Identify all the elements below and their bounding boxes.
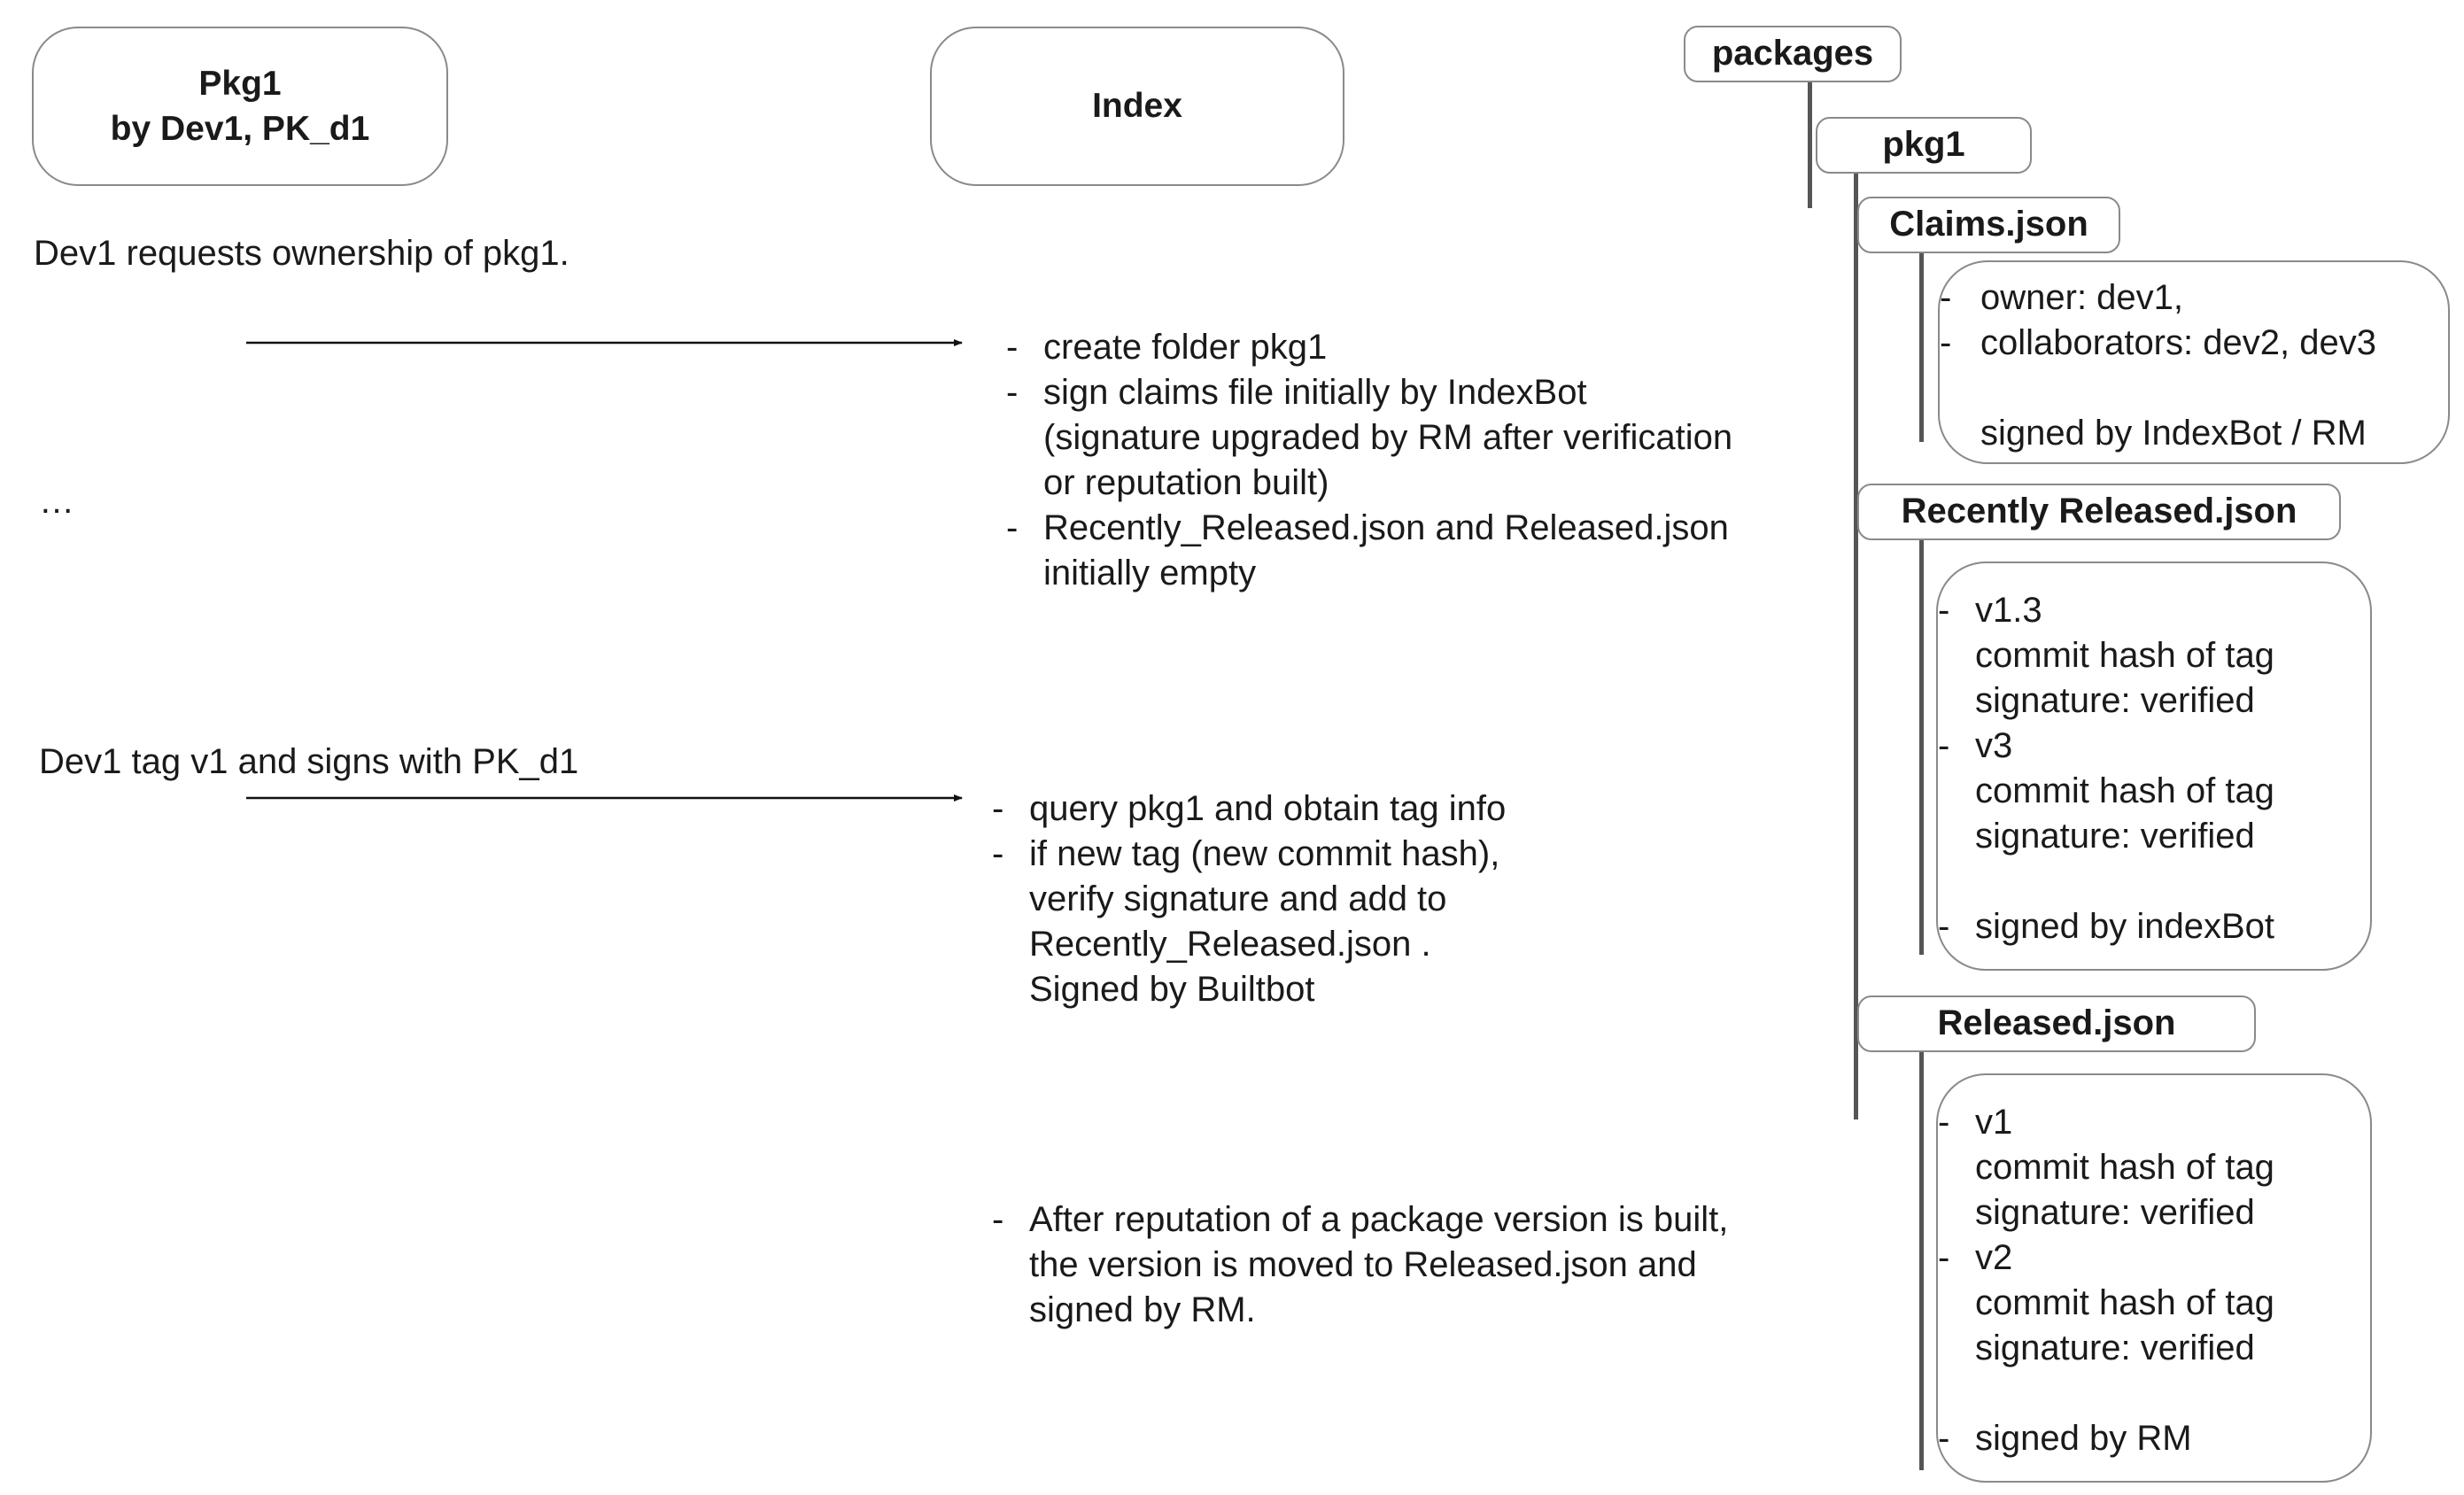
recently-version-2: v3 [1975,726,2013,765]
actor-pkg1-box: Pkg1 by Dev1, PK_d1 [32,27,448,186]
released-commit-hash: commit hash of tag [1975,1283,2274,1322]
index-action-line: signed by RM. [1029,1290,1256,1329]
recently-commit-hash: commit hash of tag [1975,636,2274,675]
index-action-line: the version is moved to Released.json an… [1029,1245,1697,1284]
released-signature: signature: verified [1975,1328,2255,1367]
released-line-dash: - [1938,1103,1950,1142]
recently-version-1: v1.3 [1975,591,2042,630]
recently-line-dash: - [1938,907,1950,946]
released-line-dash: - [1938,1238,1950,1277]
index-action-line: After reputation of a package version is… [1029,1200,1729,1239]
recently-blank [1975,859,2274,904]
step-ellipsis: … [39,482,74,521]
index-action-line: query pkg1 and obtain tag info [1029,789,1507,828]
tree-node-packages: packages [1684,26,1902,82]
index-action-item: After reputation of a package version is… [992,1197,1728,1333]
tree-line-recently-released [1919,538,1924,955]
claims-blank [1980,366,2376,411]
claims-line-dash: - [1940,278,1952,317]
claims-owner: owner: dev1, [1980,278,2184,317]
index-action-line: Recently_Released.json and Released.json [1043,508,1729,547]
claims-json-card [1938,260,2450,464]
actor-pkg1-owner: by Dev1, PK_d1 [110,110,370,148]
tree-node-released-json: Released.json [1857,995,2256,1052]
step-3-index-actions: After reputation of a package version is… [992,1197,1728,1333]
tree-line-pkg1 [1854,172,1858,1119]
released-version-1: v1 [1975,1103,2013,1142]
released-signature: signature: verified [1975,1193,2255,1232]
released-signed-by: signed by RM [1975,1419,2192,1458]
recently-line-dash: - [1938,591,1950,630]
index-action-line: or reputation built) [1043,463,1329,502]
tree-line-packages [1808,80,1812,208]
index-action-line: Recently_Released.json . [1029,925,1431,964]
tree-line-released [1919,1050,1924,1470]
recently-signature: signature: verified [1975,817,2255,856]
index-action-item: query pkg1 and obtain tag info [992,786,1506,832]
index-action-line: create folder pkg1 [1043,328,1328,367]
index-action-item: if new tag (new commit hash), verify sig… [992,832,1506,1012]
step-2-index-actions: query pkg1 and obtain tag info if new ta… [992,786,1506,1012]
index-action-line: Signed by Builtbot [1029,970,1315,1009]
step-1-index-actions: create folder pkg1 sign claims file init… [1006,325,1732,596]
index-action-item: sign claims file initially by IndexBot (… [1006,370,1732,506]
recently-line-dash: - [1938,726,1950,765]
index-action-line: sign claims file initially by IndexBot [1043,373,1587,412]
released-version-2: v2 [1975,1238,2013,1277]
released-blank [1975,1371,2274,1416]
index-action-line: verify signature and add to [1029,879,1447,918]
tree-line-claims [1919,252,1924,442]
actor-index-label: Index [1092,87,1182,126]
index-action-line: (signature upgraded by RM after verifica… [1043,418,1733,457]
recently-commit-hash: commit hash of tag [1975,771,2274,810]
claims-signed-by: signed by IndexBot / RM [1980,414,2367,453]
index-action-line: initially empty [1043,554,1257,593]
released-line-dash: - [1938,1419,1950,1458]
step-2-dev-action: Dev1 tag v1 and signs with PK_d1 [39,742,579,781]
recently-signature: signature: verified [1975,681,2255,720]
index-action-item: create folder pkg1 [1006,325,1732,370]
tree-node-pkg1: pkg1 [1816,117,2032,174]
index-action-item: Recently_Released.json and Released.json… [1006,506,1732,596]
step-1-dev-action: Dev1 requests ownership of pkg1. [34,234,570,273]
recently-released-json-card [1936,562,2372,971]
recently-signed-by: signed by indexBot [1975,907,2275,946]
claims-json-lines: owner: dev1, collaborators: dev2, dev3 s… [1980,275,2376,456]
actor-index-box: Index [930,27,1344,186]
claims-collaborators: collaborators: dev2, dev3 [1980,323,2376,362]
tree-node-claims-json: Claims.json [1857,197,2120,253]
claims-line-dash: - [1940,323,1952,362]
actor-pkg1-name: Pkg1 [198,64,282,103]
released-lines: v1 commit hash of tag signature: verifie… [1975,1100,2274,1461]
released-commit-hash: commit hash of tag [1975,1148,2274,1187]
tree-node-recently-released-json: Recently Released.json [1857,484,2341,540]
released-json-card [1936,1073,2372,1483]
recently-released-lines: v1.3 commit hash of tag signature: verif… [1975,588,2274,949]
index-action-line: if new tag (new commit hash), [1029,834,1500,873]
